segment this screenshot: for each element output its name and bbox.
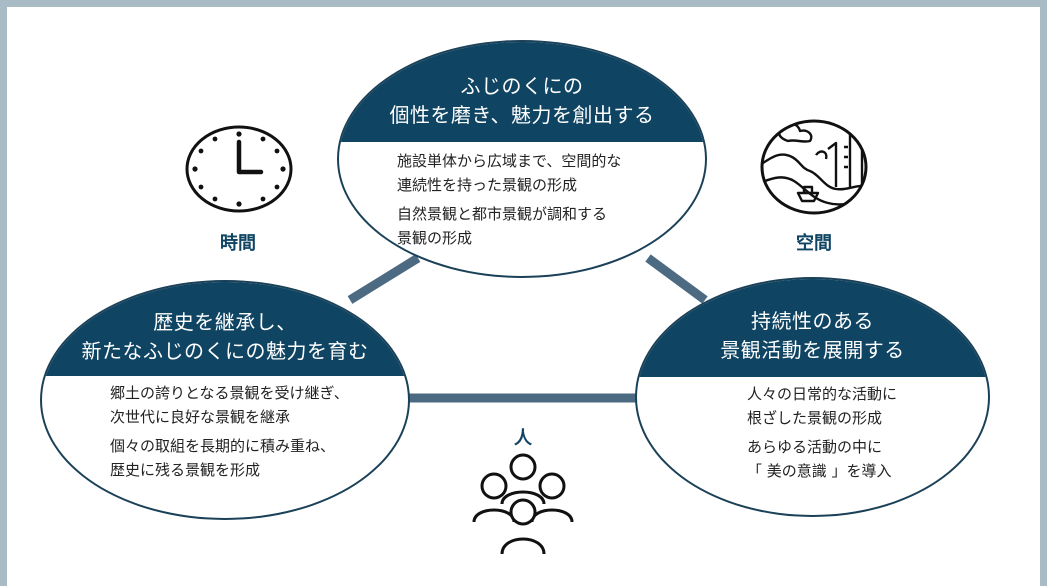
circle-left-item-1: 郷土の誇りとなる景観を受け継ぎ、 次世代に良好な景観を継承 [110, 381, 408, 429]
circle-left-item-1-line2: 次世代に良好な景観を継承 [110, 408, 291, 426]
circle-left-item-2-line1: 個々の取組を長期的に積み重ね、 [110, 437, 336, 455]
circle-left-title-line2: 新たなふじのくにの魅力を育む [81, 339, 369, 363]
circle-top-item-1-line1: 施設単体から広域まで、空間的な [397, 152, 622, 170]
circle-left: 歴史を継承し、 新たなふじのくにの魅力を育む 郷土の誇りとなる景観を受け継ぎ、 … [40, 280, 410, 520]
circle-top-body: 施設単体から広域まで、空間的な 連続性を持った景観の形成 自然景観と都市景観が調… [397, 149, 687, 255]
label-time: 時間 [220, 233, 256, 254]
circle-right-item-2-line2: 「 美の意識 」を導入 [747, 462, 892, 480]
circle-top-item-2: 自然景観と都市景観が調和する 景観の形成 [397, 202, 687, 250]
circle-right-item-1-line1: 人々の日常的な活動に [747, 385, 898, 403]
circle-right-title-line2: 景観活動を展開する [720, 338, 905, 362]
circle-top-title-line1: ふじのくにの [460, 74, 584, 98]
circle-right-item-1: 人々の日常的な活動に 根ざした景観の形成 [747, 382, 977, 430]
circle-left-item-1-line1: 郷土の誇りとなる景観を受け継ぎ、 [110, 384, 349, 402]
circle-right-item-2-line1: あらゆる活動の中に [747, 438, 883, 456]
circle-right-item-1-line2: 根ざした景観の形成 [747, 409, 883, 427]
label-space: 空間 [796, 233, 832, 254]
circle-right: 持続性のある 景観活動を展開する 人々の日常的な活動に 根ざした景観の形成 あら… [635, 277, 990, 517]
circle-right-title-line1: 持続性のある [751, 309, 874, 333]
cityscape-icon [758, 117, 870, 221]
people-group-icon [464, 450, 584, 564]
circle-right-body: 人々の日常的な活動に 根ざした景観の形成 あらゆる活動の中に 「 美の意識 」を… [747, 382, 977, 488]
circle-right-title: 持続性のある 景観活動を展開する [637, 279, 988, 377]
circle-left-item-2-line2: 歴史に残る景観を形成 [110, 461, 261, 479]
circle-right-item-2: あらゆる活動の中に 「 美の意識 」を導入 [747, 435, 977, 483]
circle-top-item-2-line1: 自然景観と都市景観が調和する [397, 205, 608, 223]
circle-left-body: 郷土の誇りとなる景観を受け継ぎ、 次世代に良好な景観を継承 個々の取組を長期的に… [110, 381, 408, 487]
circle-left-item-2: 個々の取組を長期的に積み重ね、 歴史に残る景観を形成 [110, 434, 408, 482]
clock-icon [183, 124, 295, 218]
circle-top-title: ふじのくにの 個性を磨き、魅力を創出する [339, 42, 705, 142]
circle-top-item-2-line2: 景観の形成 [397, 229, 473, 247]
circle-top: ふじのくにの 個性を磨き、魅力を創出する 施設単体から広域まで、空間的な 連続性… [337, 40, 707, 278]
circle-top-title-line2: 個性を磨き、魅力を創出する [389, 103, 655, 127]
circle-top-item-1-line2: 連続性を持った景観の形成 [397, 176, 578, 194]
label-people: 人 [514, 428, 532, 449]
circle-left-title-line1: 歴史を継承し、 [153, 310, 297, 334]
circle-top-item-1: 施設単体から広域まで、空間的な 連続性を持った景観の形成 [397, 149, 687, 197]
circle-left-title: 歴史を継承し、 新たなふじのくにの魅力を育む [42, 282, 408, 376]
